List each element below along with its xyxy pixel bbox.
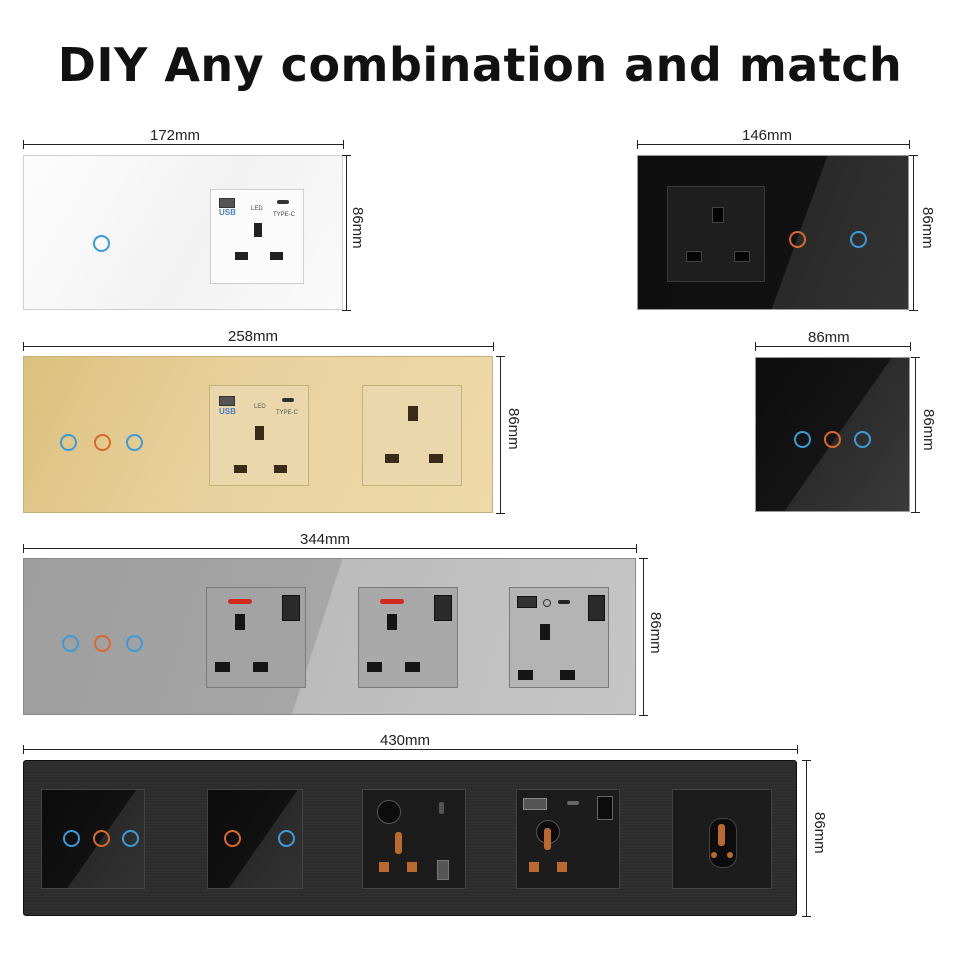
neutral-pin-icon: [253, 662, 268, 672]
usb-port-icon: [437, 860, 449, 880]
type-c-port-icon: [439, 802, 444, 814]
touch-button-icon[interactable]: [93, 830, 110, 847]
brushed-metal-panel: [23, 760, 797, 916]
neutral-pin-icon: [405, 662, 420, 672]
usb-label: USB: [219, 407, 236, 416]
earth-pin-icon: [544, 828, 551, 850]
earth-pin-icon: [254, 223, 262, 237]
grey-panel: [23, 558, 636, 715]
type-c-port-icon: [558, 600, 570, 604]
touch-button-icon[interactable]: [63, 830, 80, 847]
touch-button-icon[interactable]: [854, 431, 871, 448]
switched-uk-socket: [358, 587, 458, 688]
touch-button-icon[interactable]: [94, 635, 111, 652]
touch-button-icon[interactable]: [794, 431, 811, 448]
universal-usb-socket: [362, 789, 466, 889]
touch-button-icon[interactable]: [789, 231, 806, 248]
usb-port-icon: [523, 798, 547, 810]
page-title: DIY Any combination and match: [57, 38, 903, 92]
live-pin-icon: [235, 252, 248, 260]
earth-pin-icon: [408, 406, 418, 421]
live-pin-icon: [529, 862, 539, 872]
universal-switched-socket: [516, 789, 620, 889]
live-pin-icon: [385, 454, 399, 463]
touch-button-icon[interactable]: [824, 431, 841, 448]
earth-pin-icon: [395, 832, 402, 854]
uk-socket: [667, 186, 765, 282]
touch-button-icon[interactable]: [94, 434, 111, 451]
live-pin-icon: [711, 852, 717, 858]
typec-label: TYPE-C: [273, 212, 296, 218]
white-panel: USB LED TYPE-C: [23, 155, 343, 310]
live-pin-icon: [367, 662, 382, 672]
led-label: LED: [254, 404, 266, 410]
led-indicator-icon: [543, 599, 551, 607]
gold-panel: USB LED TYPE-C: [23, 356, 493, 513]
led-label: LED: [251, 206, 263, 212]
live-pin-icon: [686, 251, 702, 262]
rocker-switch-icon[interactable]: [597, 796, 613, 820]
neon-indicator-icon: [380, 599, 404, 604]
live-pin-icon: [518, 670, 533, 680]
neutral-pin-icon: [557, 862, 567, 872]
touch-button-icon[interactable]: [224, 830, 241, 847]
neutral-pin-icon: [270, 252, 283, 260]
rocker-switch-icon[interactable]: [282, 595, 300, 621]
usb-socket: USB LED TYPE-C: [209, 385, 309, 486]
type-c-port-icon: [282, 398, 294, 402]
typec-label: TYPE-C: [276, 410, 299, 416]
universal-socket-icon: [377, 800, 401, 824]
type-c-port-icon: [277, 200, 289, 204]
usb-port-icon: [517, 596, 537, 608]
touch-module: [207, 789, 303, 889]
usb-port-icon: [219, 198, 235, 208]
neutral-pin-icon: [407, 862, 417, 872]
touch-button-icon[interactable]: [850, 231, 867, 248]
neon-indicator-icon: [228, 599, 252, 604]
black-panel: [637, 155, 909, 310]
rocker-switch-icon[interactable]: [434, 595, 452, 621]
rocker-switch-icon[interactable]: [588, 595, 605, 621]
uk-socket: [362, 385, 462, 486]
live-pin-icon: [379, 862, 389, 872]
neutral-pin-icon: [274, 465, 287, 473]
touch-button-icon[interactable]: [126, 434, 143, 451]
switched-uk-socket: [206, 587, 306, 688]
earth-pin-icon: [718, 824, 725, 846]
usb-port-icon: [219, 396, 235, 406]
usb-switched-socket: [509, 587, 609, 688]
touch-button-icon[interactable]: [93, 235, 110, 252]
neutral-pin-icon: [429, 454, 443, 463]
live-pin-icon: [234, 465, 247, 473]
type-c-port-icon: [567, 801, 579, 805]
earth-pin-icon: [235, 614, 245, 630]
touch-button-icon[interactable]: [122, 830, 139, 847]
usb-socket: USB LED TYPE-C: [210, 189, 304, 284]
touch-module: [41, 789, 145, 889]
touch-button-icon[interactable]: [62, 635, 79, 652]
touch-button-icon[interactable]: [60, 434, 77, 451]
earth-pin-icon: [540, 624, 550, 640]
usb-label: USB: [219, 208, 236, 217]
live-pin-icon: [215, 662, 230, 672]
black-square-panel: [755, 357, 910, 512]
earth-pin-icon: [255, 426, 264, 440]
neutral-pin-icon: [734, 251, 750, 262]
touch-button-icon[interactable]: [126, 635, 143, 652]
touch-button-icon[interactable]: [278, 830, 295, 847]
earth-pin-icon: [712, 207, 724, 223]
universal-socket: [672, 789, 772, 889]
neutral-pin-icon: [727, 852, 733, 858]
earth-pin-icon: [387, 614, 397, 630]
neutral-pin-icon: [560, 670, 575, 680]
